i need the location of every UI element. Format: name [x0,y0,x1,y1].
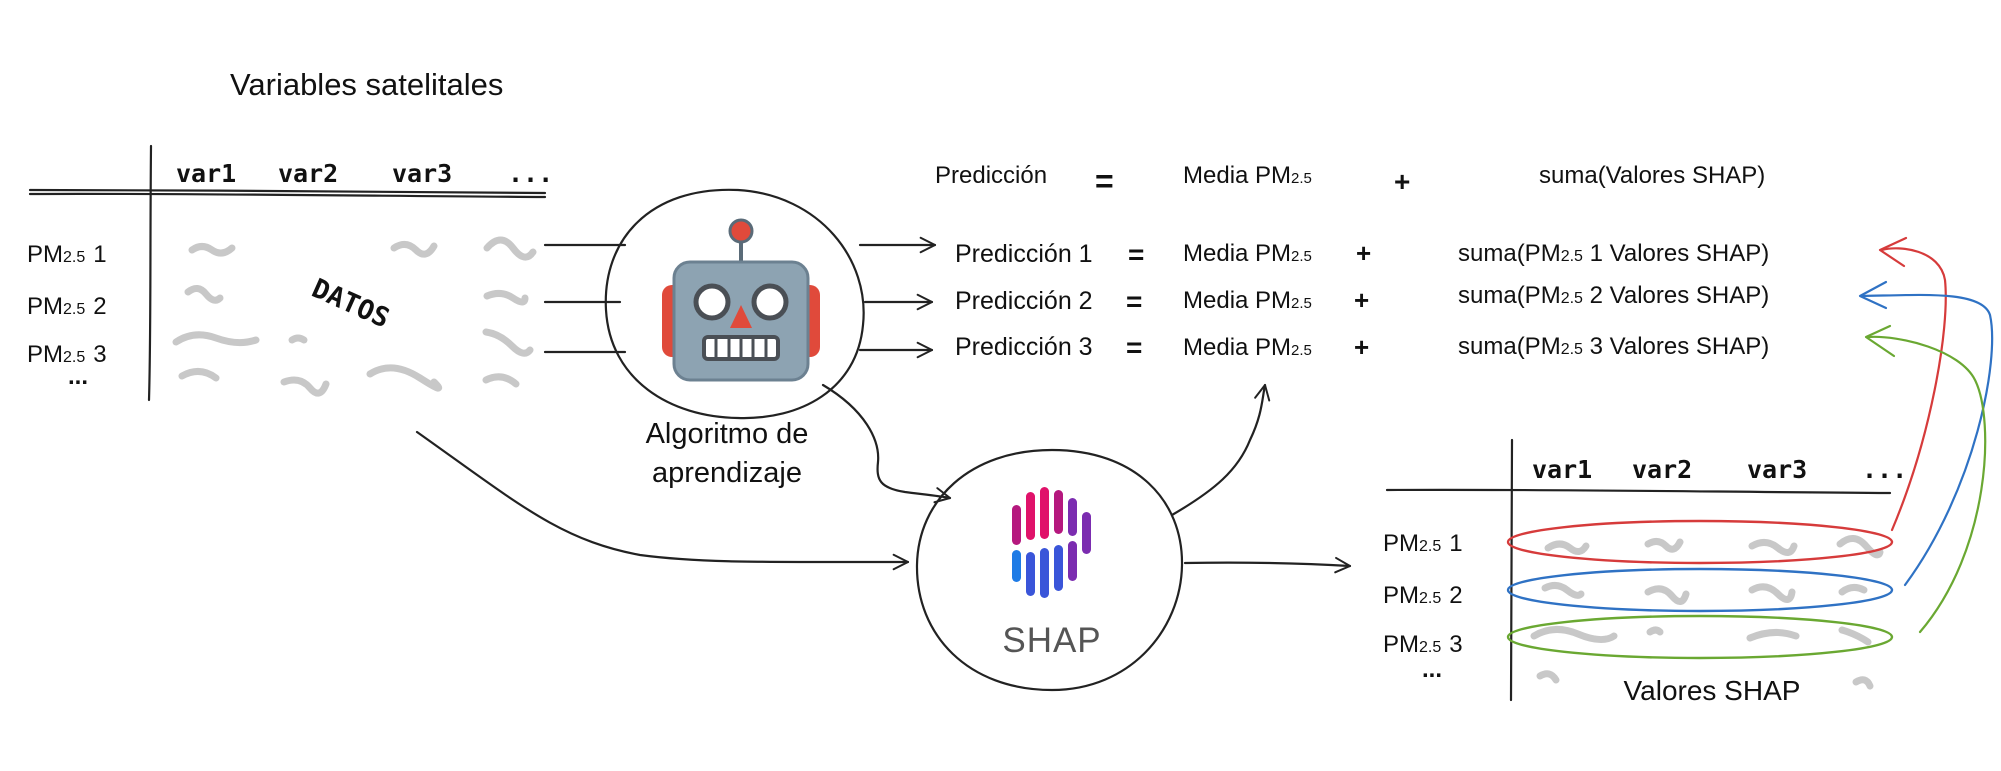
shap-input-arrows [415,383,952,571]
shap-logo-bar [1082,512,1091,554]
mean-2: Media PM2.5 [1183,287,1312,314]
model-caption-line2: aprendizaje [652,457,802,489]
shap-label: SHAP [1002,621,1101,660]
formula-header-mean: Media PM2.5 [1183,162,1312,189]
prediction-3: Predicción 3 [955,333,1093,361]
feedback-arrowhead-row-3 [1864,324,1896,358]
plus-1: + [1356,238,1371,268]
feedback-arrowhead-row-1 [1878,236,1908,268]
shap-logo-bar [1026,552,1035,596]
shap-logo-bar [1026,492,1035,540]
right-col-ellipsis: ... [1862,455,1907,484]
plus-3: + [1354,332,1369,362]
left-data-label: DATOS [307,273,394,334]
prediction-1: Predicción 1 [955,240,1093,268]
formula-header-equals: = [1095,163,1114,199]
mean-3: Media PM2.5 [1183,334,1312,361]
feedback-arrowhead-row-2 [1858,280,1888,310]
shap-logo-bar [1054,545,1063,591]
model-caption-line1: Algoritmo de [646,418,809,450]
feedback-arrow-row-1 [1880,247,1947,532]
right-col-var1: var1 [1532,455,1592,484]
formula-header-prediction: Predicción [935,162,1047,189]
left-row-ellipsis: ... [68,363,88,390]
feedback-arrow-row-3 [1866,335,1987,634]
equals-1: = [1128,239,1144,270]
robot-icon [662,218,820,382]
formula-header: Predicción = Media PM2.5 + suma(Valores … [935,162,1765,199]
shap-logo-icon [1012,487,1091,598]
formula-header-sum: suma(Valores SHAP) [1539,162,1765,189]
shap-logo-bar [1068,541,1077,581]
model-circle [604,188,865,420]
formula-row-2: Predicción 2 = Media PM2.5 + suma(PM2.5 … [955,282,1769,317]
right-data-scribbles [1530,535,1884,690]
shap-logo-bar [1012,505,1021,545]
right-table-vertical-rule [1509,438,1514,702]
prediction-arrows [858,236,937,359]
shap-output-arrows [1170,383,1352,574]
shap-circle [915,448,1184,692]
model-node: Algoritmo de aprendizaje [604,188,865,489]
left-table-header-rule [28,192,547,199]
input-arrows [543,243,627,354]
formula-header-plus: + [1394,166,1410,197]
shap-logo-bar [1012,550,1021,582]
highlight-row-2 [1506,567,1894,613]
mean-1: Media PM2.5 [1183,240,1312,267]
equals-2: = [1126,286,1142,317]
right-row-ellipsis: ... [1422,656,1442,683]
feedback-arrows [1858,236,1994,634]
sum-2: suma(PM2.5 2 Valores SHAP) [1458,282,1769,309]
prediction-2: Predicción 2 [955,287,1093,315]
left-table: Variables satelitales var1 var2 var3 ...… [27,67,553,402]
left-col-var3: var3 [392,159,452,188]
left-table-header-rule-2 [28,188,547,195]
left-col-var2: var2 [278,159,338,188]
formula-row-3: Predicción 3 = Media PM2.5 + suma(PM2.5 … [955,332,1769,363]
shap-node: SHAP [915,448,1184,692]
shap-logo-bar [1040,487,1049,539]
formula-row-1: Predicción 1 = Media PM2.5 + suma(PM2.5 … [955,238,1769,270]
shap-logo-bar [1040,548,1049,598]
shap-logo-bar [1054,490,1063,534]
left-data-scribbles [172,236,537,397]
left-col-ellipsis: ... [508,159,553,188]
sum-3: suma(PM2.5 3 Valores SHAP) [1458,333,1769,360]
shap-logo-bar [1068,498,1077,536]
plus-2: + [1354,285,1369,315]
left-table-title: Variables satelitales [230,67,503,102]
right-col-var2: var2 [1632,455,1692,484]
highlight-row-1 [1506,519,1894,565]
sum-1: suma(PM2.5 1 Valores SHAP) [1458,240,1769,267]
right-col-var3: var3 [1747,455,1807,484]
highlight-row-3 [1506,614,1894,660]
left-col-var1: var1 [176,159,236,188]
right-table-caption: Valores SHAP [1624,675,1801,706]
left-table-vertical-rule [147,144,153,402]
equals-3: = [1126,332,1142,363]
right-table-header-rule [1385,488,1892,495]
feedback-arrow-row-2 [1860,293,1994,587]
